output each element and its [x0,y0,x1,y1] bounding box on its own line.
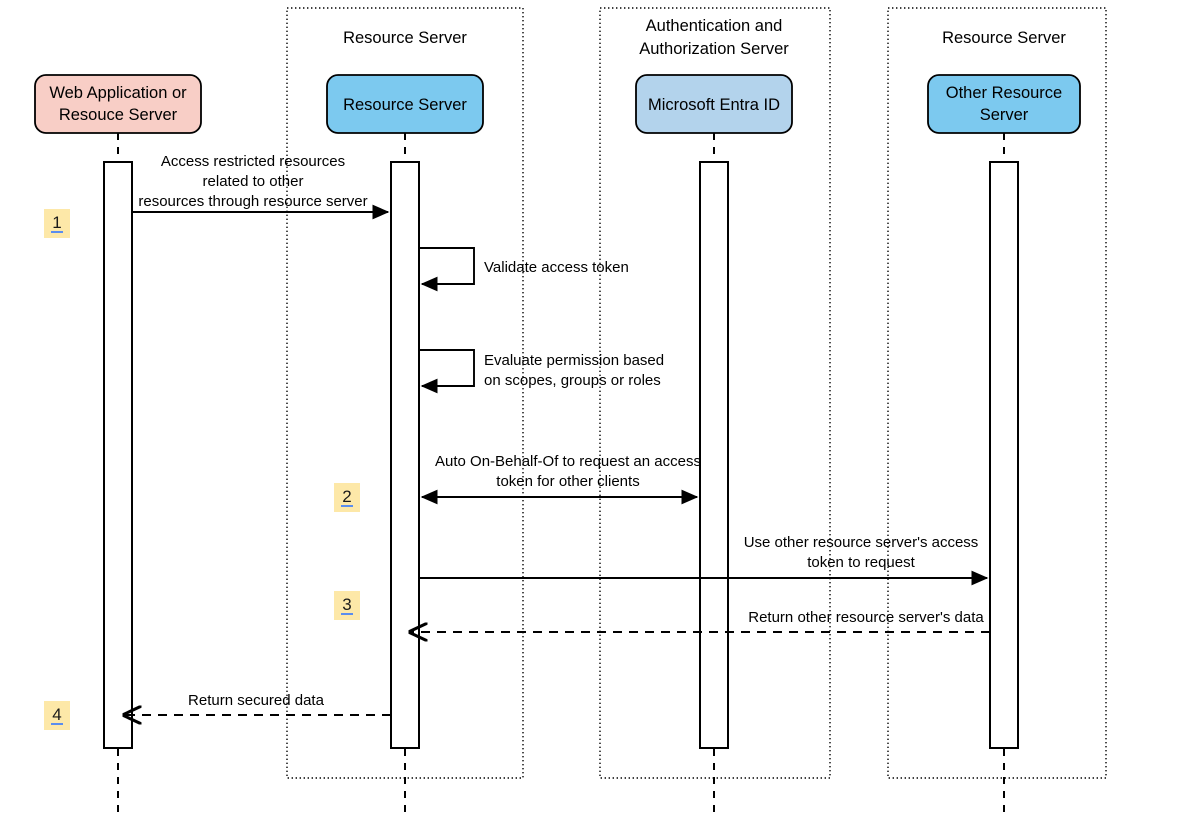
participant-label-microsoft-entra-id: Microsoft Entra ID [648,96,780,114]
participant-label-other-resource-server-line1: Other Resource [946,84,1062,102]
step-badge-4-number: 4 [52,705,61,724]
participant-box-resource-server[interactable] [326,74,484,134]
activation-bars [103,161,1019,749]
step-badge-2-number: 2 [342,487,351,506]
message-1-label-line2: related to other [203,173,304,190]
participant-box-web-application[interactable] [34,74,202,134]
step-badge-2-background[interactable] [334,483,360,512]
message-4-auto-on-behalf-of[interactable]: Auto On-Behalf-Of to request an access t… [420,453,701,505]
message-3-self-arrow[interactable] [419,349,475,394]
message-6-label-line1: Return other resource server's data [748,609,984,626]
participant-label-resource-server: Resource Server [343,96,467,114]
group-title-other-resource-server: Resource Server [942,29,1066,47]
step-badge-4-background[interactable] [44,701,70,730]
group-titles: Resource Server Authentication and Autho… [343,17,1066,58]
message-4-label-line1: Auto On-Behalf-Of to request an access [435,453,701,470]
step-badge-1-background[interactable] [44,209,70,238]
message-1-label-line1: Access restricted resources [161,153,345,170]
message-7-label-line1: Return secured data [188,692,325,709]
step-badges: 1 2 3 4 [44,209,360,730]
message-1-access-restricted-resources[interactable]: Access restricted resources related to o… [133,153,390,220]
step-badge-3-background[interactable] [334,591,360,620]
message-3-evaluate-permission[interactable]: Evaluate permission based on scopes, gro… [419,349,664,394]
group-title-auth-server-line2: Authorization Server [639,40,789,58]
participant-box-other-resource-server[interactable] [927,74,1081,134]
message-5-label-line1: Use other resource server's access [744,534,979,551]
participant-web-application[interactable]: Web Application or Resouce Server [34,74,202,134]
participant-box-microsoft-entra-id[interactable] [635,74,793,134]
step-badge-1-number: 1 [52,213,61,232]
group-frame-other-resource-server [887,7,1107,779]
message-7-return-secured-data[interactable]: Return secured data [124,692,391,715]
step-badge-1[interactable]: 1 [44,209,70,238]
message-2-label-line1: Validate access token [484,259,629,276]
participant-label-web-application-line1: Web Application or [49,84,187,102]
group-title-auth-server-line1: Authentication and [646,17,783,35]
step-badge-2[interactable]: 2 [334,483,360,512]
message-6-return-other-resource-data[interactable]: Return other resource server's data [410,609,990,632]
message-2-validate-access-token[interactable]: Validate access token [419,247,629,292]
activation-bar-other-resource-server [989,161,1019,749]
participant-resource-server[interactable]: Resource Server [326,74,484,134]
participant-boxes: Web Application or Resouce Server Resour… [34,74,1081,134]
activation-bar-web-application [103,161,133,749]
participant-microsoft-entra-id[interactable]: Microsoft Entra ID [635,74,793,134]
message-3-label-line1: Evaluate permission based [484,352,664,369]
message-5-use-other-resource-token[interactable]: Use other resource server's access token… [419,534,989,586]
activation-bar-microsoft-entra-id [699,161,729,749]
message-4-label-line2: token for other clients [496,473,639,490]
participant-other-resource-server[interactable]: Other Resource Server [927,74,1081,134]
message-2-self-arrow[interactable] [419,247,475,292]
participant-label-other-resource-server-line2: Server [980,106,1029,124]
message-1-label-line3: resources through resource server [138,193,367,210]
group-title-resource-server: Resource Server [343,29,467,47]
activation-bar-resource-server [390,161,420,749]
message-5-label-line2: token to request [807,554,915,571]
participant-label-web-application-line2: Resouce Server [59,106,178,124]
step-badge-3-number: 3 [342,595,351,614]
message-3-label-line2: on scopes, groups or roles [484,372,661,389]
step-badge-3[interactable]: 3 [334,591,360,620]
step-badge-4[interactable]: 4 [44,701,70,730]
